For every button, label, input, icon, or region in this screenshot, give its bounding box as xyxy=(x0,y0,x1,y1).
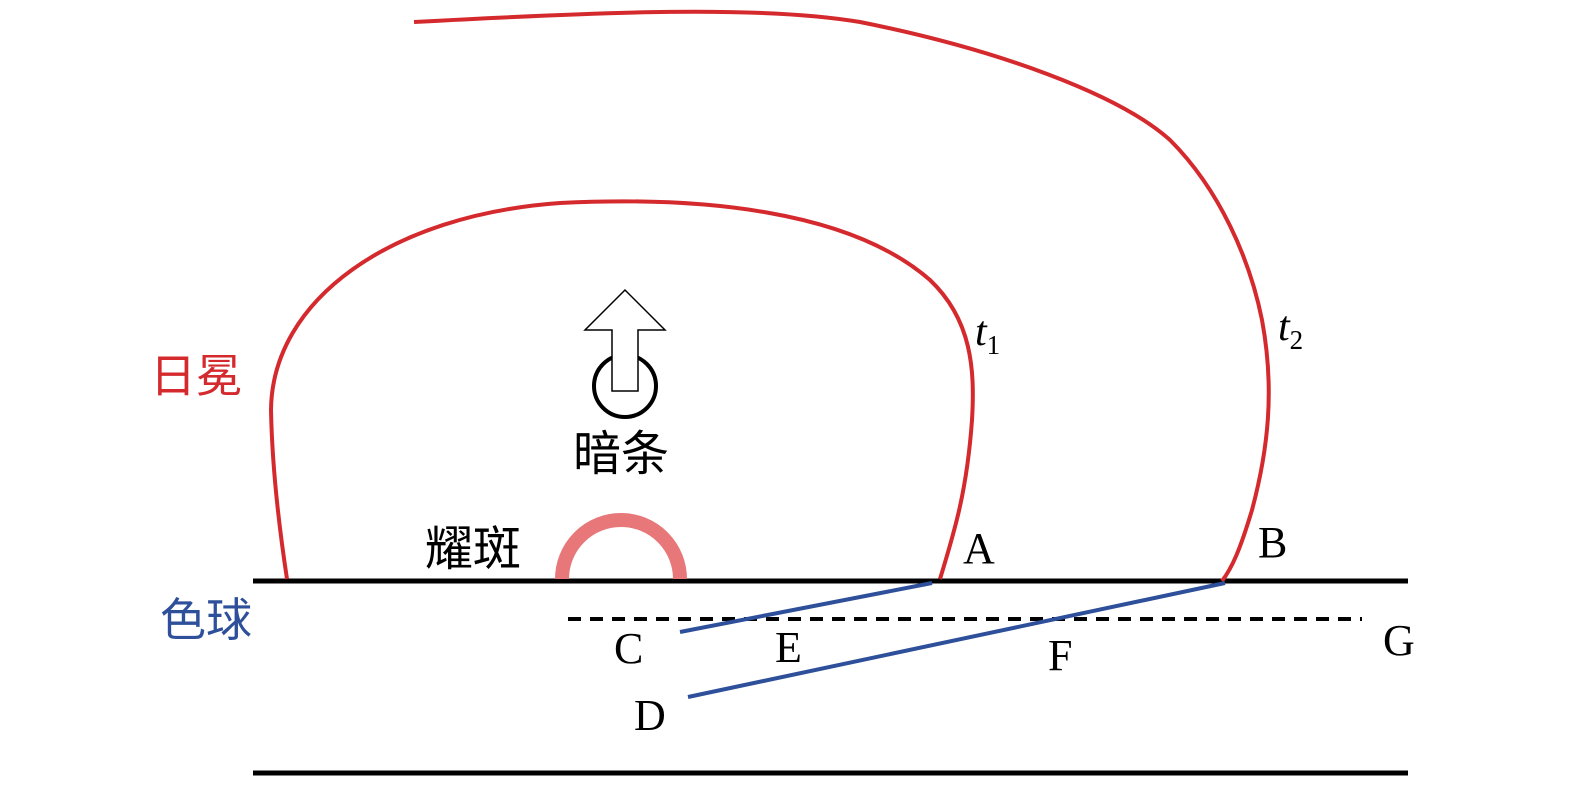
filament-label: 暗条 xyxy=(573,426,669,482)
point-label-b: B xyxy=(1258,518,1287,567)
point-label-a: A xyxy=(963,524,995,573)
time-label-t1-sub: 1 xyxy=(987,330,1001,360)
time-label-t1: t1 xyxy=(975,309,1000,360)
point-label-f: F xyxy=(1048,631,1072,680)
point-label-d: D xyxy=(634,691,666,740)
time-label-t2: t2 xyxy=(1278,304,1303,355)
time-label-t2-main: t xyxy=(1278,304,1291,350)
point-label-c: C xyxy=(614,624,643,673)
coronal-loop-t1 xyxy=(268,199,975,580)
point-label-g: G xyxy=(1383,616,1415,665)
flare-label: 耀斑 xyxy=(425,521,521,577)
time-label-t2-sub: 2 xyxy=(1290,325,1304,355)
chromosphere-line-a-c xyxy=(679,581,933,634)
up-arrow-icon xyxy=(583,288,667,392)
time-label-t1-main: t xyxy=(975,309,988,355)
chromosphere-line-b-d xyxy=(687,581,1226,699)
coronal-loop-t2 xyxy=(413,9,1271,583)
point-label-e: E xyxy=(775,623,802,672)
flare-arc xyxy=(555,513,687,580)
chromosphere-label: 色球 xyxy=(160,593,252,647)
corona-label: 日冕 xyxy=(150,349,242,403)
